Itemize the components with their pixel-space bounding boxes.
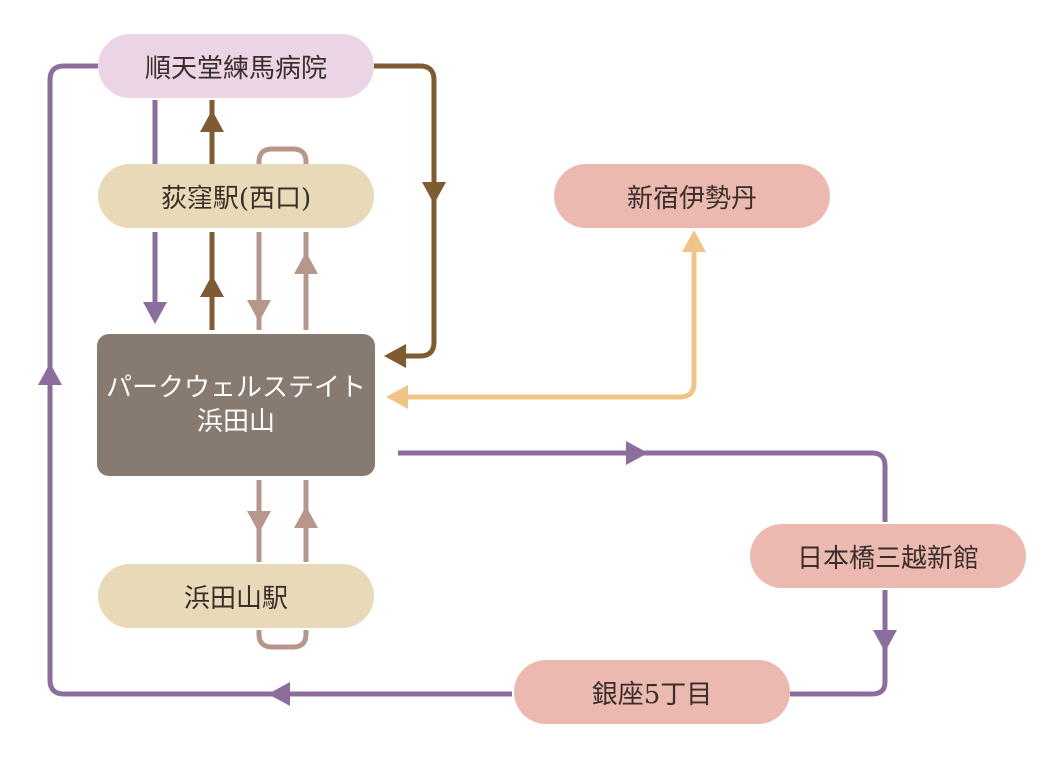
node-label: 新宿伊勢丹 — [626, 183, 757, 214]
node-nihonbashi-mitsukoshi: 日本橋三越新館 — [750, 524, 1026, 588]
arrow-down-icon — [143, 302, 167, 324]
hub-label-line2: 浜田山 — [196, 407, 275, 437]
arrow-right-icon — [626, 441, 648, 465]
arrow-up-icon — [294, 506, 318, 528]
purple-route-hub-to-nihonbashi — [398, 450, 888, 522]
arrow-up-icon — [294, 252, 318, 274]
brown-route-juntendo-to-hub — [374, 63, 437, 359]
arrow-down-icon — [247, 511, 271, 533]
arrow-left-icon — [268, 682, 290, 706]
arrow-down-icon — [873, 630, 897, 652]
node-label: 浜田山駅 — [183, 583, 288, 614]
arrow-up-icon — [200, 110, 224, 132]
node-ginza-5chome: 銀座5丁目 — [514, 660, 790, 724]
node-juntendo-nerima-hospital: 順天堂練馬病院 — [98, 34, 374, 98]
arrow-up-icon — [38, 363, 62, 385]
mauve-route-station-loop — [256, 630, 309, 650]
arrow-left-icon — [386, 385, 408, 409]
mauve-route-ogikubo-loop — [256, 146, 309, 164]
node-ogikubo-station-west: 荻窪駅(西口) — [98, 164, 374, 228]
arrow-down-icon — [422, 182, 446, 204]
node-park-well-state-hamadayama: パークウェルステイト 浜田山 — [97, 334, 375, 476]
arrow-up-icon — [682, 230, 706, 252]
gold-route — [398, 250, 697, 400]
node-label: 日本橋三越新館 — [796, 543, 979, 574]
arrow-up-icon — [200, 275, 224, 297]
arrow-down-icon — [247, 300, 271, 322]
node-label: 銀座5丁目 — [591, 679, 713, 710]
node-label: 荻窪駅(西口) — [160, 183, 312, 214]
node-hamadayama-station: 浜田山駅 — [98, 564, 374, 628]
hub-label-line1: パークウェルステイト — [105, 373, 366, 403]
arrow-left-icon — [384, 344, 406, 368]
gold-route-hub-shinjuku — [398, 250, 697, 400]
node-label: 順天堂練馬病院 — [144, 53, 327, 84]
node-shinjuku-isetan: 新宿伊勢丹 — [554, 164, 830, 228]
purple-route-nihonbashi-to-ginza — [790, 590, 888, 697]
